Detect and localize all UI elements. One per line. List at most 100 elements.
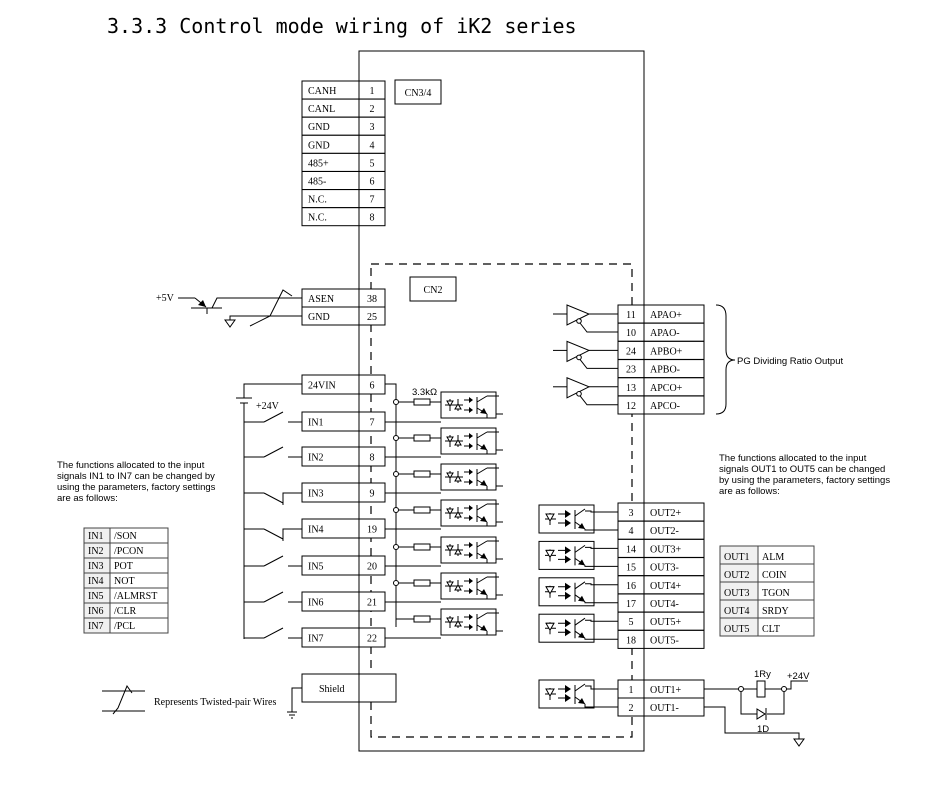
signal-name: IN2: [88, 546, 104, 557]
optocoupler-icon: [538, 504, 595, 534]
pin-number: 20: [367, 562, 377, 573]
pin-number: 2: [629, 703, 634, 714]
optocoupler-icon: [440, 463, 503, 491]
pin-number: 22: [367, 634, 377, 645]
function-name: COIN: [762, 570, 786, 581]
signal-name: 24VIN: [308, 381, 336, 392]
relay-coil-icon: [756, 680, 766, 698]
resistor-icon: [413, 470, 431, 478]
pin-number: 3: [629, 508, 634, 519]
resistor-icon: [413, 506, 431, 514]
optocoupler-icon: [440, 499, 503, 527]
optocoupler-icon: [440, 391, 503, 419]
signal-name: OUT3+: [650, 544, 682, 555]
pin-number: 2: [370, 104, 375, 115]
diode-label: 1D: [757, 724, 769, 735]
out1-pin-row: 2 OUT1-: [617, 697, 705, 717]
drive-outline: [358, 50, 645, 752]
pin-number: 7: [370, 195, 375, 206]
pin-number: 1: [370, 86, 375, 97]
pin-number: 6: [370, 381, 375, 392]
signal-name: IN2: [308, 453, 324, 464]
twisted-pair-icon: [249, 289, 293, 327]
function-name: /CLR: [114, 606, 137, 617]
optocoupler-icon: [440, 427, 503, 455]
signal-name: IN1: [308, 418, 324, 429]
ground-icon: [287, 711, 297, 719]
signal-name: IN5: [88, 591, 104, 602]
pin-number: 1: [629, 685, 634, 696]
switch-icon: [263, 555, 302, 567]
supply-5v-label: +5V: [156, 293, 175, 304]
signal-name: OUT3-: [650, 563, 679, 574]
pg-brace: [715, 304, 736, 415]
optocoupler-icon: [440, 536, 503, 564]
ground-icon: [793, 738, 805, 747]
input-pin-row: IN1 7: [301, 411, 386, 432]
signal-name: OUT5: [724, 624, 750, 635]
function-name: /SON: [114, 531, 137, 542]
switch-icon: [263, 591, 302, 603]
relay-label: 1Ry: [754, 669, 771, 680]
pin-number: 38: [367, 294, 377, 305]
pin-number: 23: [626, 365, 636, 376]
cn34-label-box: [394, 79, 442, 105]
resistor-icon: [413, 434, 431, 442]
pin-number: 8: [370, 453, 375, 464]
signal-name: OUT4+: [650, 581, 682, 592]
signal-name: IN3: [308, 489, 324, 500]
switch-icon: [263, 492, 302, 505]
relay-supply-label: +24V: [787, 671, 810, 682]
shield-label: Shield: [319, 684, 345, 695]
signal-name: OUT2-: [650, 526, 679, 537]
signal-name: OUT1-: [650, 703, 679, 714]
signal-name: IN1: [88, 531, 104, 542]
cn34-pin-row: N.C.7: [301, 189, 386, 209]
optocoupler-icon: [538, 679, 595, 709]
pin-number: 7: [370, 418, 375, 429]
pin-number: 14: [626, 544, 636, 555]
signal-name: APBO-: [650, 365, 680, 376]
input-pin-row: IN2 8: [301, 446, 386, 467]
diode-icon: [756, 708, 766, 720]
pin-number: 3: [370, 122, 375, 133]
pin-number: 19: [367, 525, 377, 536]
pin-number: 10: [626, 328, 636, 339]
ground-icon: [224, 319, 236, 328]
cn34-pin-row: 485-6: [301, 171, 386, 190]
pin-number: 9: [370, 489, 375, 500]
signal-name: IN7: [308, 634, 324, 645]
legend-label: Represents Twisted-pair Wires: [154, 697, 276, 708]
encoder-pin-row: ASEN 38: [301, 288, 386, 308]
input-note: The functions allocated to the inputsign…: [57, 460, 216, 504]
resistor-icon: [413, 615, 431, 623]
cn34-pin-row: N.C.8: [301, 207, 386, 227]
note-line: signals OUT1 to OUT5 can be changed: [719, 464, 885, 475]
switch-icon: [263, 627, 302, 639]
pin-number: 4: [370, 140, 375, 151]
signal-name: IN7: [88, 621, 104, 632]
function-table-row: IN7/PCL: [83, 617, 169, 634]
shield-ground: [291, 687, 302, 712]
signal-name: ASEN: [308, 294, 334, 305]
cn2-boundary: [370, 263, 633, 738]
signal-name: IN4: [308, 525, 324, 536]
signal-name: OUT3: [724, 588, 750, 599]
signal-name: APCO-: [650, 401, 680, 412]
cn2-label-box: [409, 276, 457, 302]
resistor-icon: [413, 398, 431, 406]
signal-name: APCO+: [650, 383, 683, 394]
signal-name: OUT2: [724, 570, 750, 581]
